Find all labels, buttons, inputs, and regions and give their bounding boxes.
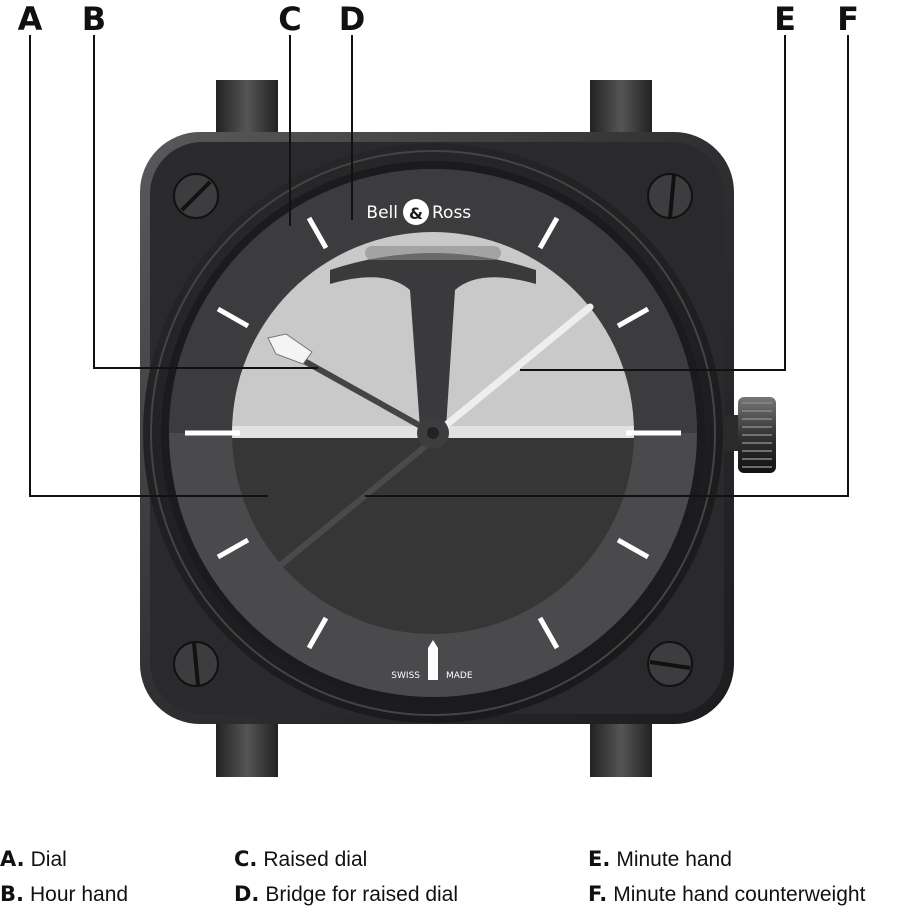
screw-top-right [647,173,693,219]
brand-logo: Bell & Ross [366,199,471,225]
made-text: MADE [446,671,473,681]
callout-f: F [837,0,859,38]
legend-key: C. [234,847,258,871]
six-oclock-marker [428,640,438,680]
lug-bottom-left [216,715,278,777]
callout-c: C [278,0,301,38]
lug-bottom-right [590,715,652,777]
crown [724,397,776,473]
legend-text: Minute hand [616,848,732,871]
screw-bottom-right [647,641,693,687]
swiss-text: SWISS [391,671,420,681]
legend-key: A. [0,847,25,871]
callout-b: B [82,0,106,38]
hour-hand [267,333,436,436]
legend-item-f: F.Minute hand counterweight [588,882,866,906]
minute-hand-counterweight [274,437,436,571]
callout-e: E [774,0,796,38]
legend-key: D. [234,882,260,906]
screw-top-left [173,173,219,219]
legend-key: B. [0,882,24,906]
callout-lines [29,35,849,497]
legend-text: Raised dial [263,848,368,871]
legend-item-c: C.Raised dial [234,847,368,871]
callout-a: A [18,0,43,38]
legend-text: Bridge for raised dial [265,883,459,906]
legend-item-d: D.Bridge for raised dial [234,882,459,906]
legend-text: Hour hand [29,883,129,906]
hour-markers [185,216,681,650]
legend-item-a: A.Dial [0,847,67,871]
legend-text: Minute hand counterweight [613,883,866,906]
svg-text:&: & [409,204,423,223]
legend-key: E. [588,847,611,871]
bridge-for-raised-dial [330,246,536,428]
legend-item-b: B.Hour hand [0,882,129,906]
legend-item-e: E.Minute hand [588,847,732,871]
minute-hand [436,303,594,434]
svg-text:Bell: Bell [366,203,398,223]
svg-text:Ross: Ross [432,203,471,223]
callout-d: D [339,0,366,38]
legend-key: F. [588,882,608,906]
screw-bottom-left [173,641,219,687]
legend-text: Dial [30,848,67,871]
